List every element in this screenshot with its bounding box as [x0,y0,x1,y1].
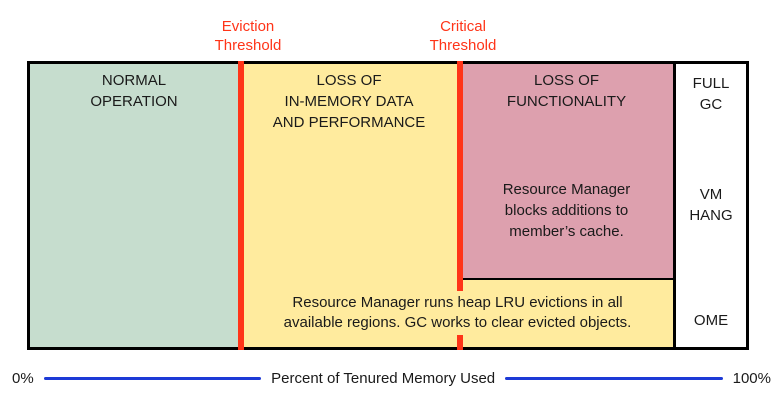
outcome-full-gc-label: FULL GC [692,75,730,113]
tenured-memory-axis: 0% Percent of Tenured Memory Used 100% [12,368,771,388]
outcome-ome-label: OME [693,312,729,329]
critical-threshold-line [457,61,463,350]
normal-operation-title: NORMAL OPERATION [90,72,178,110]
axis-max-label: 100% [732,369,771,387]
axis-line-left [43,376,262,380]
axis-min-label: 0% [12,369,34,387]
outcome-column-divider [673,64,676,347]
critical-region [460,64,673,280]
axis-line-right [505,376,723,380]
eviction-threshold-label: Eviction Threshold [214,18,282,54]
outcome-vm-hang-label: VM HANG [689,186,733,224]
eviction-region-title: LOSS OF IN-MEMORY DATA AND PERFORMANCE [272,72,426,131]
eviction-region-note: Resource Manager runs heap LRU evictions… [250,291,665,335]
critical-region-note: Resource Manager blocks additions to mem… [502,181,631,240]
normal-operation-region [30,64,238,347]
critical-threshold-label: Critical Threshold [429,18,497,54]
outcome-column [676,64,746,347]
eviction-threshold-line [238,61,244,350]
axis-title: Percent of Tenured Memory Used [271,369,496,387]
critical-region-title: LOSS OF FUNCTIONALITY [506,72,627,110]
